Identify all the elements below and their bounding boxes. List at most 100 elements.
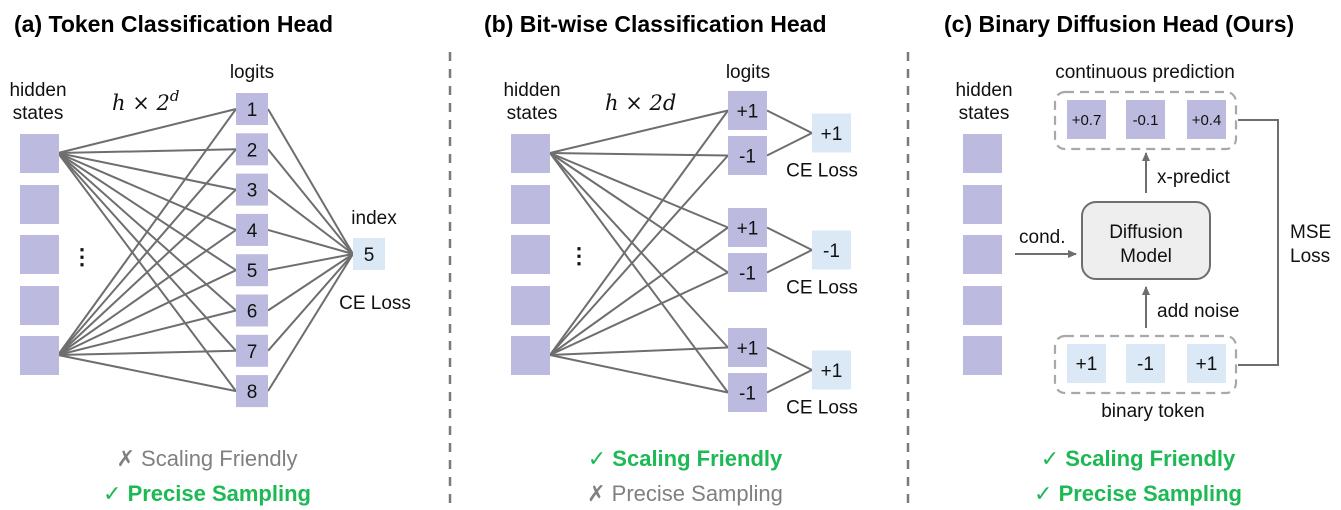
panel-b-weight-label: h × 2d [605,91,676,115]
panel-a-token-classification: (a) Token Classification Head hidden sta… [9,11,410,506]
property-scaling-friendly: ✗ Scaling Friendly [116,446,297,471]
property-text: Precise Sampling [1059,481,1242,506]
logit-box [236,294,268,327]
hidden-state-box [20,286,59,325]
bit-logit-box [728,136,767,175]
logit-box [236,213,268,246]
bit-logit-box [728,208,767,247]
property-text: Scaling Friendly [612,446,783,471]
loss-edge [766,346,813,371]
x-predict-label: x-predict [1157,167,1231,188]
panel-a-title: (a) Token Classification Head [14,11,333,37]
check-icon: ✓ [1041,446,1066,471]
panel-c-continuous-group [1053,90,1238,151]
bit-logit-box [728,91,767,130]
loss-edge [267,253,354,312]
logit-value: 1 [247,100,258,121]
continuous-value: +0.4 [1192,112,1222,129]
logit-box [236,93,268,125]
panel-b-logits-label: logits [726,62,770,83]
property-scaling-friendly: ✓ Scaling Friendly [588,446,783,471]
binary-value-box [1187,344,1226,383]
weight-edge [57,269,237,356]
continuous-value-box [1126,100,1165,139]
panel-a-hidden-label: hidden [9,80,66,101]
panel-c-binary-group [1053,334,1238,395]
logit-box [236,334,268,367]
panel-c-title: (c) Binary Diffusion Head (Ours) [944,11,1294,37]
panel-a-hidden-label-2: states [13,103,64,124]
loss-edge [766,249,813,274]
hidden-state-box [20,185,59,224]
loss-edge [766,226,813,251]
diffusion-model-label: Diffusion [1109,222,1183,243]
logit-value: 2 [247,140,258,161]
mse-loss-label-2: Loss [1290,246,1330,267]
cond-label: cond. [1019,227,1065,248]
bit-logit-value: +1 [737,219,759,240]
panel-c-hidden-label: hidden [955,80,1012,101]
continuous-value: +0.7 [1072,112,1102,129]
mse-loss-label: MSE [1290,222,1331,243]
bit-target-box [812,113,851,153]
weight-edge [549,152,729,274]
logit-value: 8 [247,382,258,403]
binary-value: -1 [1137,354,1154,375]
panel-c-hidden-label-2: states [959,103,1010,124]
panel-a-logits-label: logits [230,62,274,83]
continuous-value-box [1187,100,1226,139]
panel-c-binary-values: +1-1+1 [1067,344,1226,383]
panel-c-hidden-states [963,134,1002,375]
continuous-value-box [1067,100,1106,139]
logit-value: 5 [247,261,258,282]
panel-b-properties: ✓ Scaling Friendly✗ Precise Sampling [587,446,783,506]
hidden-state-box [963,235,1002,274]
binary-token-label: binary token [1101,401,1205,422]
weight-edge [57,152,237,392]
weight-edge [57,152,237,191]
loss-edge [766,369,813,394]
weight-edge [549,109,729,356]
weight-edge [549,152,729,157]
panel-b-bitwise-classification: (b) Bit-wise Classification Head hidden … [484,11,858,506]
logit-value: 3 [247,181,258,202]
hidden-state-box [511,286,550,325]
bit-logit-value: -1 [739,147,756,168]
panel-a-index-label: index [351,208,397,229]
loss-edge [766,132,813,157]
hidden-state-box [20,235,59,274]
mse-loss-connector [1238,119,1279,366]
weight-edge [57,152,237,352]
weight-edge [549,154,729,356]
property-text: Scaling Friendly [1065,446,1236,471]
panel-a-hidden-states [20,134,59,375]
loss-edge [267,253,354,272]
hidden-state-box [963,185,1002,224]
panel-a-edges [57,108,354,393]
bit-target-value: +1 [821,124,843,145]
panel-a-index-value: 5 [364,245,375,266]
property-precise-sampling: ✓ Precise Sampling [103,481,311,506]
panel-b-title: (b) Bit-wise Classification Head [484,11,827,37]
panel-b-logit-groups: +1-1+1CE Loss+1-1-1CE Loss+1-1+1CE Loss [728,91,858,419]
panel-a-loss-label: CE Loss [339,293,411,314]
weight-edge [549,226,729,356]
hidden-state-box [20,134,59,173]
loss-edge [267,228,354,255]
hidden-state-box [511,134,550,173]
logit-box [236,254,268,287]
logit-value: 4 [247,221,258,242]
loss-edge [267,188,354,255]
weight-edge [57,152,237,312]
logit-box [236,375,268,408]
bit-logit-value: -1 [739,384,756,405]
weight-edge [549,109,729,154]
binary-value-box [1067,344,1106,383]
logit-value: 6 [247,302,258,323]
panel-b-hidden-label-2: states [507,103,558,124]
diffusion-model-label-2: Model [1120,246,1172,267]
panel-b-edges [549,109,813,394]
panel-a-index-box [353,238,385,270]
binary-value: +1 [1076,354,1098,375]
bit-logit-value: -1 [739,264,756,285]
